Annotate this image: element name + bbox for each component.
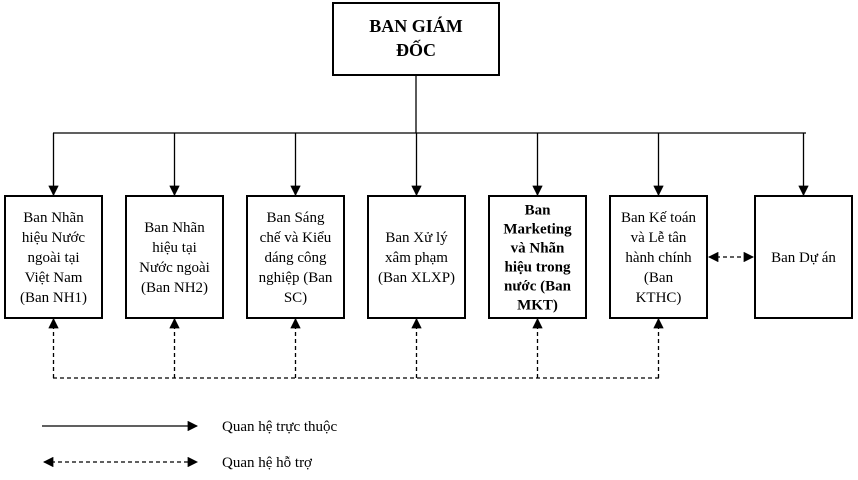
dashed-connectors (48, 251, 755, 379)
legend-dashed-label: Quan hệ hỗ trợ (222, 455, 313, 471)
department-5-label-line: và Nhãn (511, 241, 565, 257)
department-3-label-line: chế và Kiểu (260, 230, 332, 246)
legend-solid-label: Quan hệ trực thuộc (222, 419, 338, 435)
department-5-label-line: hiệu trong (505, 260, 571, 276)
department-3-label-line: nghiệp (Ban (259, 270, 333, 286)
department-6-label-line: Ban Kế toán (621, 210, 696, 226)
top-box-label-1: BAN GIÁM (369, 15, 463, 36)
department-4-label-line: (Ban XLXP) (378, 270, 455, 286)
department-4-label-line: xâm phạm (385, 250, 448, 266)
department-3-label-line: SC) (284, 290, 307, 306)
department-3-label-line: Ban Sáng (267, 210, 325, 226)
top-box (332, 2, 500, 76)
department-box-1 (4, 195, 103, 319)
department-5-label-line: nước (Ban (504, 279, 572, 295)
department-2-label-line: (Ban NH2) (141, 280, 208, 296)
department-2-label-line: Nước ngoài (139, 260, 210, 276)
department-6-label-line: hành chính (625, 250, 692, 266)
department-6-label-line: KTHC) (636, 290, 682, 306)
department-1-label-line: ngoài tại (27, 250, 79, 266)
department-4-label-line: Ban Xử lý (385, 230, 448, 246)
department-3: Ban Sáng chế và Kiểu dáng công nghiệp (BanS… (246, 195, 345, 319)
department-box-5 (488, 195, 587, 319)
department-box-6 (609, 195, 708, 319)
department-6-label-line: và Lễ tân (631, 230, 687, 246)
department-2-label-line: hiệu tại (152, 240, 197, 256)
department-box-7 (754, 195, 853, 319)
solid-connectors (48, 133, 809, 197)
department-6-label-line: (Ban (644, 270, 674, 286)
department-3-label-line: dáng công (264, 250, 327, 266)
department-1-label-line: Việt Nam (25, 270, 83, 286)
department-1-label-line: Ban Nhãn (23, 210, 84, 226)
department-5-label-line: Marketing (503, 222, 572, 238)
department-4: Ban Xử lý xâm phạm (Ban XLXP) (367, 195, 466, 319)
department-box-2 (125, 195, 224, 319)
department-box-3 (246, 195, 345, 319)
department-2-label-line: Ban Nhãn (144, 220, 205, 236)
top-box-label-2: ĐỐC (396, 39, 436, 60)
department-7-label-line: Ban Dự án (771, 250, 836, 266)
department-5-label-line: Ban (525, 203, 552, 219)
department-1-label-line: hiệu Nước (22, 230, 85, 246)
department-7: Ban Dự án (754, 195, 853, 319)
department-box-4 (367, 195, 466, 319)
department-1-label-line: (Ban NH1) (20, 290, 87, 306)
department-5-label-line: MKT) (517, 298, 558, 314)
